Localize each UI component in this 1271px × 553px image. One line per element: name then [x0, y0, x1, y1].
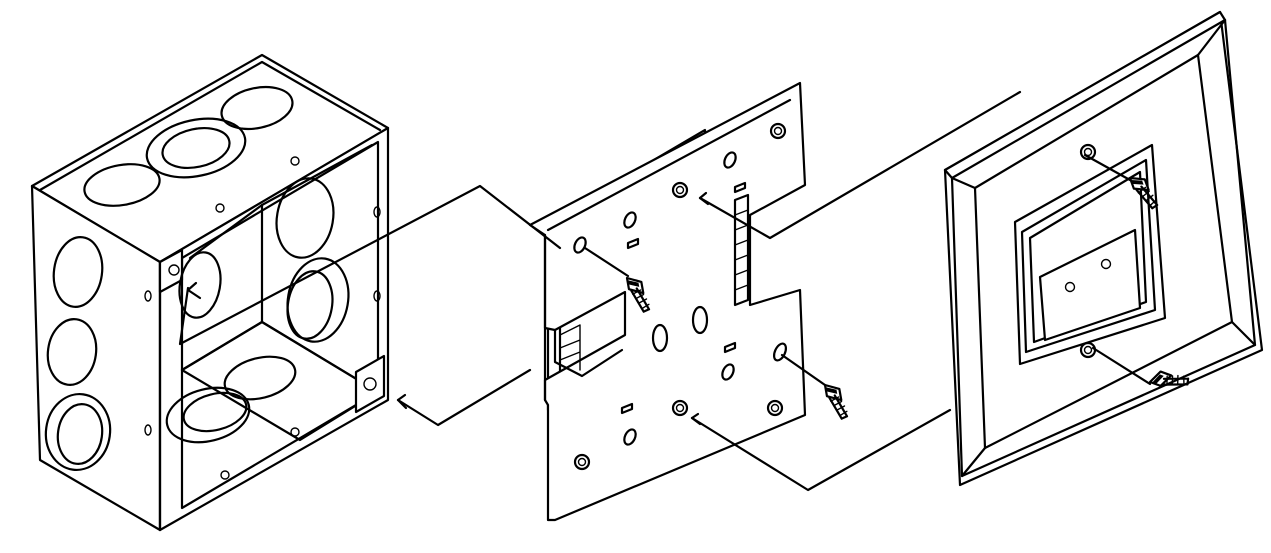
wall-plate-device [943, 10, 1264, 487]
mounting-plate [528, 81, 807, 522]
plate-screw-lower [813, 379, 859, 422]
square-electrical-box [30, 53, 390, 532]
assembly-arrows [178, 90, 1152, 492]
